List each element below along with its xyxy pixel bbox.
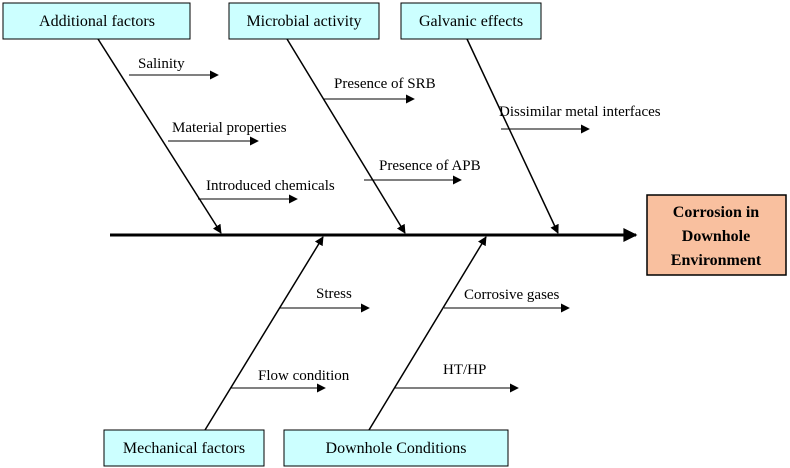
branch-bone-mechanical-factors [204, 236, 324, 431]
branch-bone-galvanic-effects [466, 38, 559, 234]
effect-box-rect [646, 194, 787, 276]
cause-label-material-properties: Material properties [172, 120, 287, 136]
cause-label-presence-of-apb: Presence of APB [379, 158, 481, 174]
branch-microbial-activity: Microbial activity Presence of SRB Prese… [228, 2, 481, 234]
category-box-additional-factors [2, 2, 191, 40]
cause-label-presence-of-srb: Presence of SRB [334, 76, 436, 92]
branch-additional-factors: Additional factors Salinity Material pro… [2, 2, 335, 234]
category-box-mechanical-factors [103, 429, 265, 467]
cause-label-dissimilar-metal-interfaces: Dissimilar metal interfaces [499, 104, 661, 120]
branch-bone-additional-factors [97, 38, 222, 234]
effect-line-2: Downhole [682, 228, 750, 245]
category-box-galvanic-effects [400, 2, 542, 40]
branch-mechanical-factors: Mechanical factors Stress Flow condition [103, 236, 370, 467]
category-title-microbial-activity: Microbial activity [246, 13, 361, 30]
cause-label-ht-hp: HT/HP [443, 362, 486, 378]
cause-label-corrosive-gases: Corrosive gases [464, 287, 560, 303]
cause-label-flow-condition: Flow condition [258, 368, 350, 384]
effect-box: Corrosion in Downhole Environment [646, 194, 787, 276]
category-title-galvanic-effects: Galvanic effects [419, 13, 523, 30]
category-title-additional-factors: Additional factors [39, 13, 155, 30]
category-box-downhole-conditions [283, 429, 509, 467]
category-title-downhole-conditions: Downhole Conditions [326, 440, 467, 457]
branch-galvanic-effects: Galvanic effects Dissimilar metal interf… [400, 2, 661, 234]
effect-line-1: Corrosion in [673, 204, 759, 221]
branch-bone-microbial-activity [286, 38, 406, 234]
branch-bone-downhole-conditions [368, 236, 487, 431]
cause-label-introduced-chemicals: Introduced chemicals [206, 178, 335, 194]
category-box-microbial-activity [228, 2, 380, 40]
branch-downhole-conditions: Downhole Conditions Corrosive gases HT/H… [283, 236, 570, 467]
category-title-mechanical-factors: Mechanical factors [123, 440, 245, 457]
cause-label-stress: Stress [316, 286, 352, 302]
effect-line-3: Environment [671, 252, 762, 269]
cause-label-salinity: Salinity [138, 56, 185, 72]
